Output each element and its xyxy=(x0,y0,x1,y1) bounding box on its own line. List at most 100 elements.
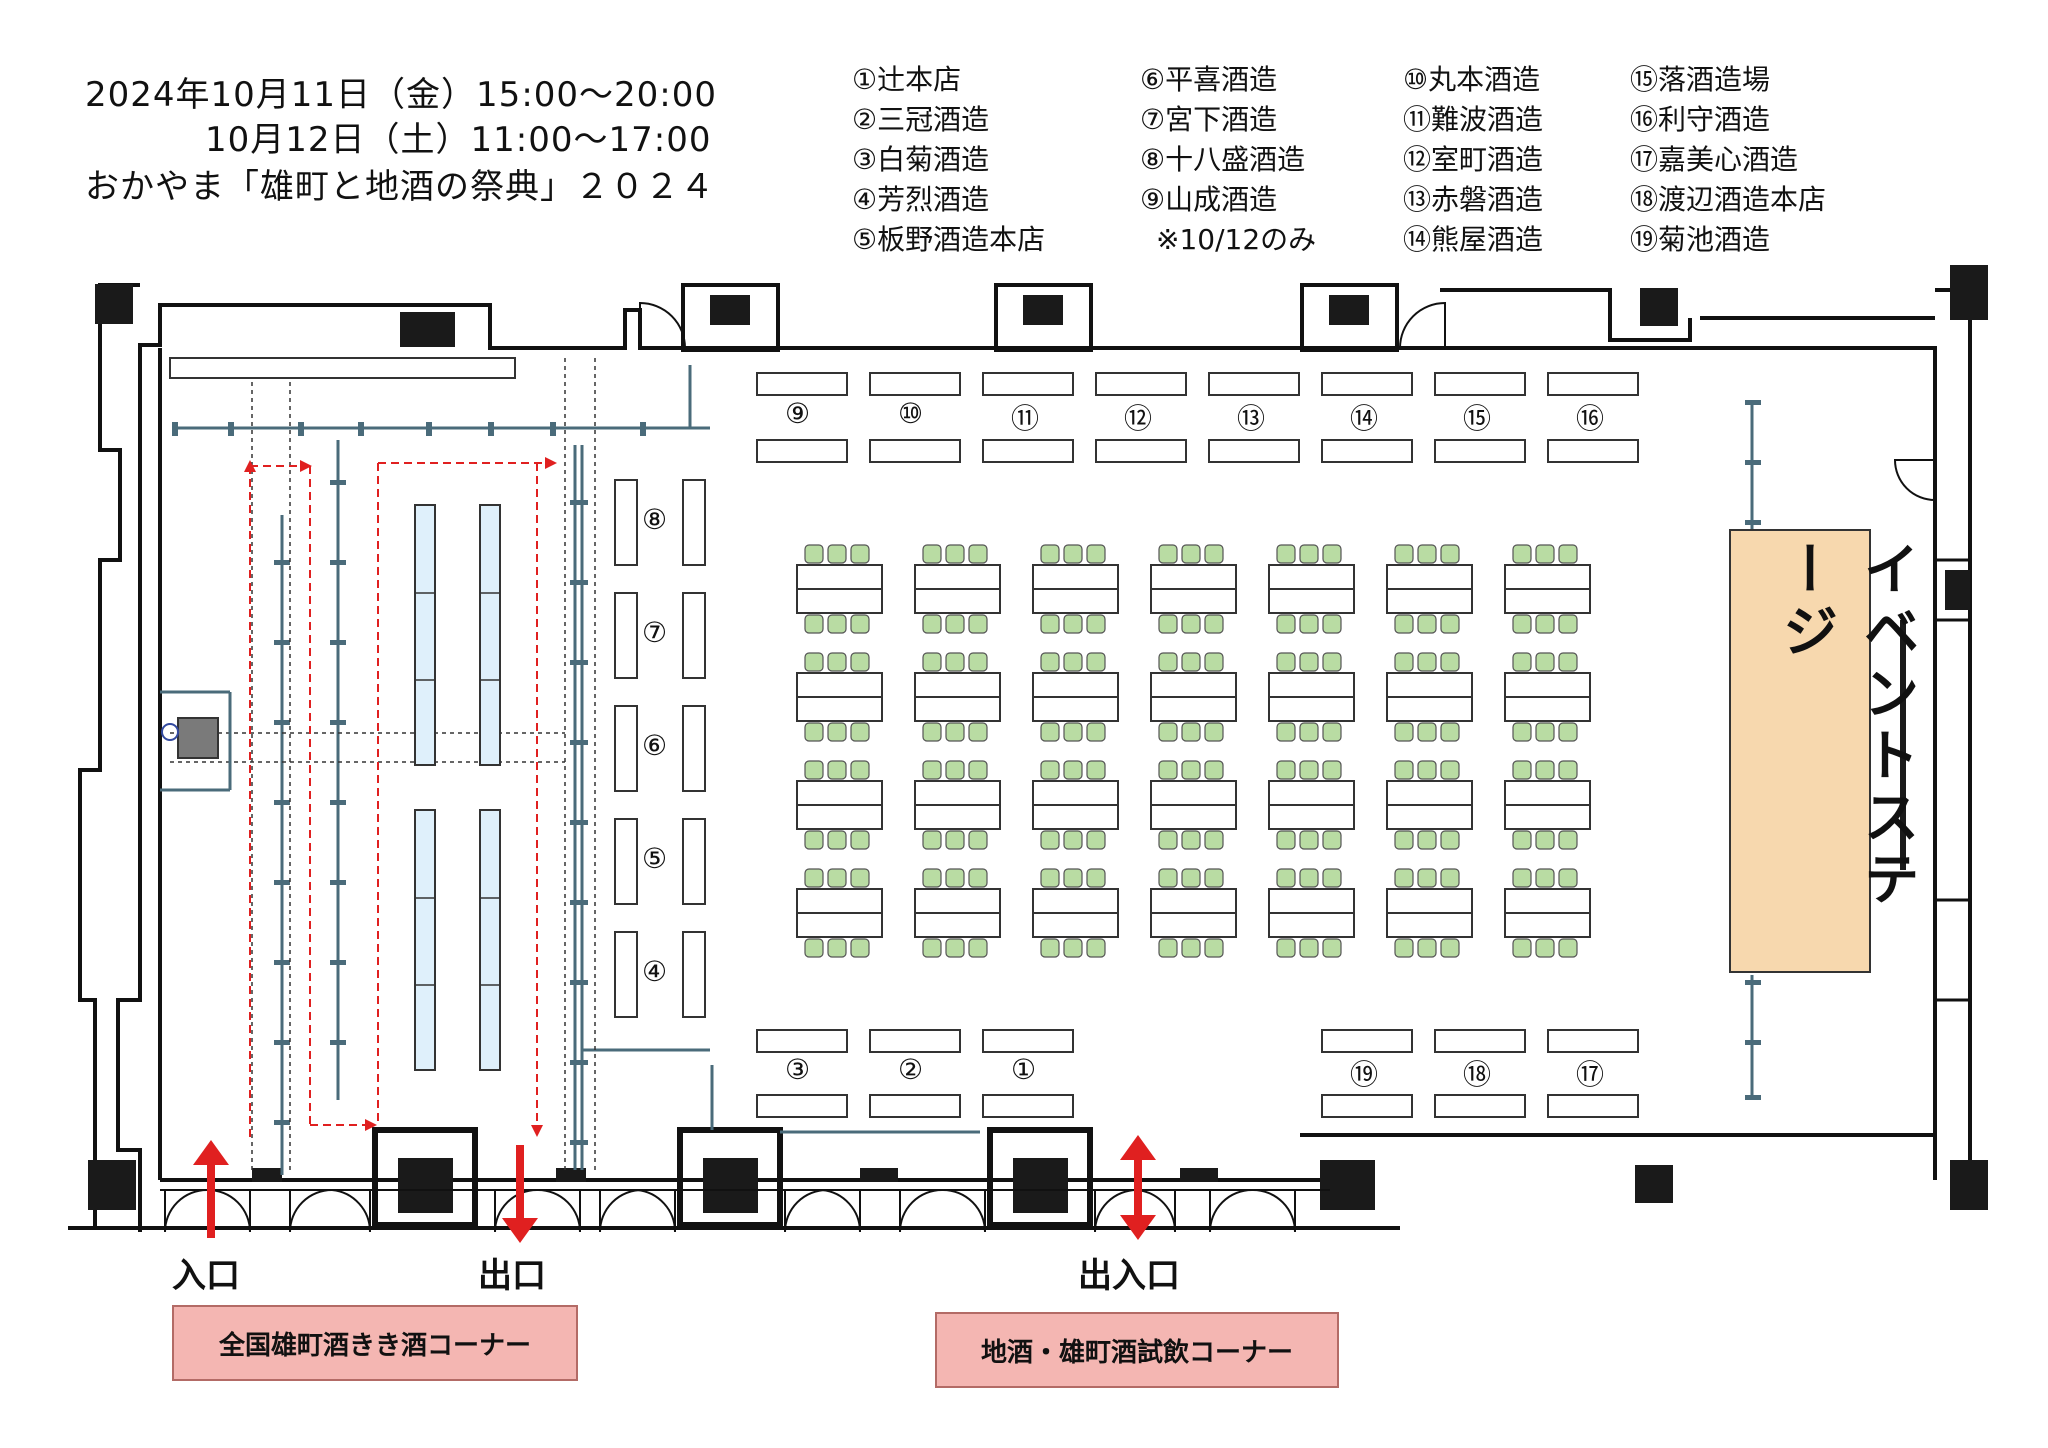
chair xyxy=(1040,760,1060,780)
entrance-exit-label: 出入口 xyxy=(1078,1256,1180,1296)
seating-table xyxy=(1504,652,1591,742)
brewery-note: ※10/12のみ xyxy=(1156,223,1317,256)
chair xyxy=(1181,760,1201,780)
chair xyxy=(1063,868,1083,888)
seating-table xyxy=(914,652,1001,742)
seating-table xyxy=(1268,544,1355,634)
exit-label: 出口 xyxy=(478,1256,546,1296)
chair xyxy=(968,652,988,672)
table-top xyxy=(796,696,883,722)
chair xyxy=(1063,938,1083,958)
chair xyxy=(1276,722,1296,742)
chair xyxy=(1394,652,1414,672)
chair xyxy=(1276,652,1296,672)
seating-table xyxy=(914,868,1001,958)
table-top xyxy=(1150,804,1237,830)
chair xyxy=(827,614,847,634)
chair xyxy=(1276,614,1296,634)
chair xyxy=(827,830,847,850)
chair xyxy=(1394,830,1414,850)
chair xyxy=(804,830,824,850)
chair xyxy=(945,544,965,564)
chair xyxy=(922,722,942,742)
brewery-list-col1: ①辻本店 ②三冠酒造 ③白菊酒造 ④芳烈酒造 ⑤板野酒造本店 xyxy=(852,60,1045,260)
table-top xyxy=(1150,564,1237,590)
chair xyxy=(1040,652,1060,672)
chair xyxy=(922,868,942,888)
table-top xyxy=(914,780,1001,806)
chair xyxy=(1440,722,1460,742)
chair xyxy=(945,868,965,888)
chair xyxy=(1512,938,1532,958)
chair xyxy=(1158,868,1178,888)
chair xyxy=(1204,938,1224,958)
chair xyxy=(827,544,847,564)
chair xyxy=(827,868,847,888)
chair xyxy=(1299,614,1319,634)
chair xyxy=(1322,722,1342,742)
chair xyxy=(1299,652,1319,672)
right-wall-details xyxy=(1900,558,1972,1002)
chair xyxy=(1276,938,1296,958)
flow-arrowheads xyxy=(244,457,557,1137)
chair xyxy=(922,544,942,564)
table-top xyxy=(1504,696,1591,722)
chair xyxy=(1440,830,1460,850)
table-top xyxy=(1150,888,1237,914)
chair xyxy=(1086,868,1106,888)
seating-table xyxy=(1032,760,1119,850)
chair xyxy=(1181,830,1201,850)
table-top xyxy=(796,564,883,590)
table-top xyxy=(1032,588,1119,614)
table-top xyxy=(796,888,883,914)
chair xyxy=(1535,760,1555,780)
chair xyxy=(1417,544,1437,564)
brewery-item: ③白菊酒造 xyxy=(852,143,990,176)
table-top xyxy=(1386,912,1473,938)
chair xyxy=(827,652,847,672)
chair xyxy=(1063,544,1083,564)
table-top xyxy=(1386,588,1473,614)
guide-lines xyxy=(170,358,596,1170)
chair xyxy=(945,652,965,672)
chair xyxy=(1417,652,1437,672)
chair xyxy=(945,614,965,634)
booth-number: ④ xyxy=(642,955,668,988)
chair xyxy=(1204,544,1224,564)
chair xyxy=(1276,760,1296,780)
seating-table xyxy=(1268,652,1355,742)
seating-table xyxy=(1386,760,1473,850)
booth-number: ⑥ xyxy=(642,729,668,762)
chair xyxy=(1394,614,1414,634)
event-date-line-1: 2024年10月11日（金）15:00～20:00 xyxy=(85,75,718,115)
chair xyxy=(1299,830,1319,850)
table-top xyxy=(1150,672,1237,698)
table-top xyxy=(1268,696,1355,722)
table-top xyxy=(1268,588,1355,614)
event-stage xyxy=(1729,529,1871,973)
chair xyxy=(1512,830,1532,850)
table-top xyxy=(1386,564,1473,590)
seating-table xyxy=(1032,868,1119,958)
chair xyxy=(1086,614,1106,634)
stage-label: イベントステージ xyxy=(1773,540,1919,912)
chair xyxy=(945,830,965,850)
seating-table xyxy=(1386,544,1473,634)
event-date-line-2: 10月12日（土）11:00～17:00 xyxy=(205,120,712,160)
chair xyxy=(1181,722,1201,742)
chair xyxy=(804,652,824,672)
seating-table xyxy=(1386,868,1473,958)
chair xyxy=(922,830,942,850)
seating-table xyxy=(1504,868,1591,958)
chair xyxy=(1204,760,1224,780)
brewery-item: ⑭熊屋酒造 xyxy=(1403,223,1544,256)
chair xyxy=(1440,938,1460,958)
chair xyxy=(1558,652,1578,672)
brewery-item: ⑯利守酒造 xyxy=(1630,103,1771,136)
table-top xyxy=(1268,564,1355,590)
chair xyxy=(804,760,824,780)
chair xyxy=(1299,760,1319,780)
chair xyxy=(1417,760,1437,780)
table-top xyxy=(1268,888,1355,914)
seating-table xyxy=(796,544,883,634)
